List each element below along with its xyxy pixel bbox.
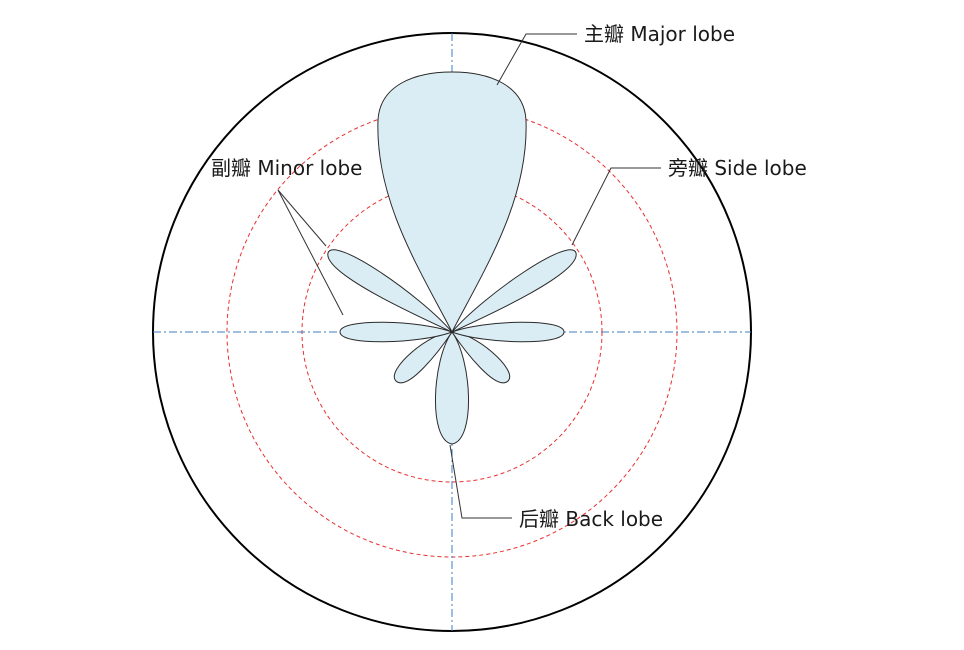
minor-lobe-leader-upper — [277, 189, 327, 247]
lower-right-minor-lobe — [451, 331, 511, 384]
back-lobe-label: 后瓣 Back lobe — [519, 507, 663, 531]
minor-lobe-leader-lower — [277, 189, 344, 316]
upper-right-side-lobe — [451, 249, 577, 333]
minor-lobe-label: 副瓣 Minor lobe — [211, 156, 362, 180]
upper-left-minor-lobe — [327, 249, 453, 333]
major-lobe — [377, 71, 527, 334]
major-lobe-leader — [496, 33, 577, 86]
lobes — [327, 71, 577, 445]
lower-left-minor-lobe — [393, 331, 453, 384]
left-horizontal-minor-lobe — [339, 321, 454, 343]
back-lobe-leader — [449, 444, 512, 519]
side-lobe-label: 旁瓣 Side lobe — [668, 156, 807, 180]
major-lobe-label: 主瓣 Major lobe — [584, 22, 735, 46]
side-lobe-leader — [571, 167, 661, 246]
right-horizontal-side-lobe — [450, 321, 565, 343]
back-lobe — [435, 331, 469, 445]
